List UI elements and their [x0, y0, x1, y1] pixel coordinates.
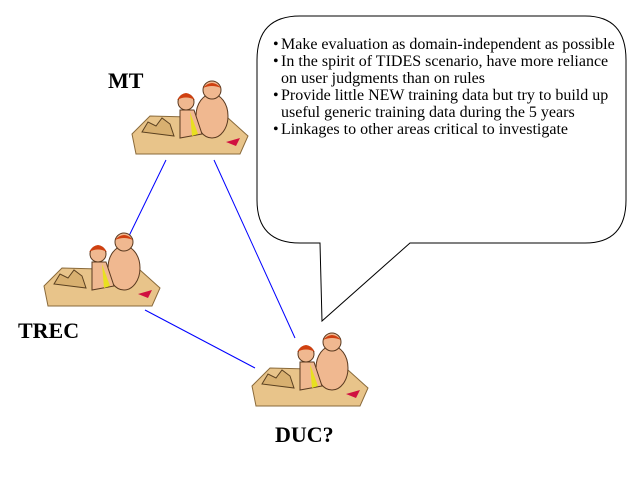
bullet-text: Make evaluation as domain-independent as… — [281, 36, 615, 53]
callout-text: •Make evaluation as domain-independent a… — [273, 36, 618, 138]
node-label-duc: DUC? — [275, 422, 334, 447]
connector-mt-duc — [213, 159, 296, 339]
bullet-text: In the spirit of TIDES scenario, have mo… — [281, 53, 609, 87]
beach-clipart-duc — [248, 328, 370, 410]
bullet-text: Provide little NEW training data but try… — [281, 87, 609, 121]
bullet-text: Linkages to other areas critical to inve… — [281, 121, 568, 138]
callout-bullet: •Provide little NEW training data but tr… — [273, 87, 609, 121]
connector-trec-duc — [144, 309, 256, 369]
beach-clipart-mt — [128, 76, 250, 158]
node-label-mt: MT — [108, 68, 144, 93]
beach-clipart-trec — [40, 228, 162, 310]
callout-bullet: •Linkages to other areas critical to inv… — [273, 121, 568, 138]
node-label-trec: TREC — [18, 318, 80, 343]
callout-bullet: •In the spirit of TIDES scenario, have m… — [273, 53, 609, 87]
callout-bullet: •Make evaluation as domain-independent a… — [273, 36, 615, 53]
speech-bubble — [256, 15, 627, 323]
connector-mt-trec — [127, 159, 167, 239]
